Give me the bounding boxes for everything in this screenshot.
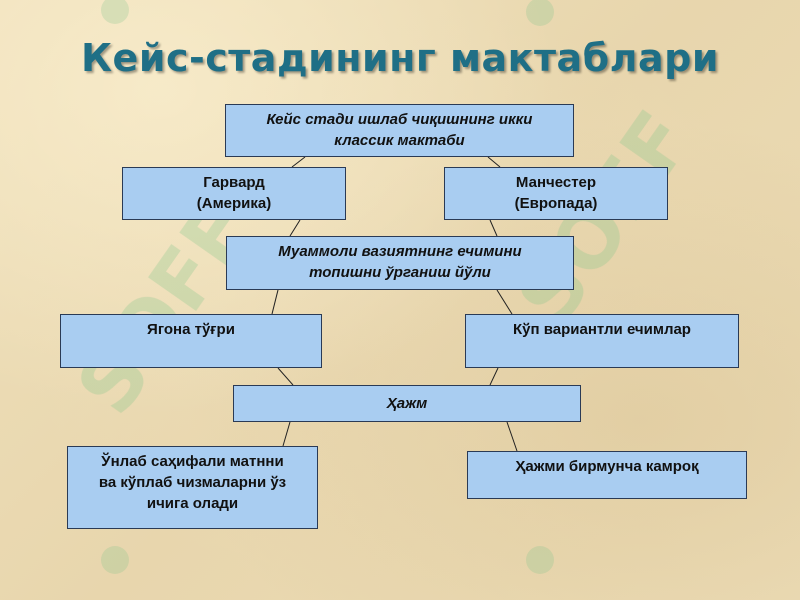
harvard-label: Гарвард (Америка) bbox=[196, 174, 272, 212]
root-box: Кейс стади ишлаб чиқишнинг икки классик … bbox=[225, 104, 574, 157]
root-label: Кейс стади ишлаб чиқишнинг икки классик … bbox=[266, 111, 533, 149]
harvard-box: Гарвард (Америка) bbox=[122, 167, 346, 220]
page-title: Кейс-стадининг мактаблари bbox=[81, 36, 719, 80]
connector-manchester-problem bbox=[489, 219, 498, 237]
multiple-label: Кўп вариантли ечимлар bbox=[513, 321, 691, 338]
problem-label: Муаммоли вазиятнинг ечимини топишни ўрга… bbox=[278, 243, 522, 281]
volume-box: Ҳажм bbox=[233, 385, 581, 422]
connector-problem-single bbox=[271, 289, 279, 315]
multiple-box: Кўп вариантли ечимлар bbox=[465, 314, 739, 368]
connector-root-manchester bbox=[487, 156, 501, 168]
problem-box: Муаммоли вазиятнинг ечимини топишни ўрга… bbox=[226, 236, 574, 290]
connector-root-harvard bbox=[291, 156, 306, 168]
short-text-box: Ҳажми бирмунча камроқ bbox=[467, 451, 747, 499]
connector-single-volume bbox=[277, 367, 294, 386]
long-text-label: Ўнлаб саҳифали матнни ва кўплаб чизмалар… bbox=[98, 453, 287, 512]
single-label: Ягона тўғри bbox=[147, 321, 235, 338]
connector-harvard-problem bbox=[289, 219, 301, 237]
volume-label: Ҳажм bbox=[386, 395, 428, 412]
manchester-label: Манчестер (Европада) bbox=[514, 174, 598, 212]
short-text-label: Ҳажми бирмунча камроқ bbox=[515, 458, 699, 475]
long-text-box: Ўнлаб саҳифали матнни ва кўплаб чизмалар… bbox=[67, 446, 318, 529]
manchester-box: Манчестер (Европада) bbox=[444, 167, 668, 220]
single-box: Ягона тўғри bbox=[60, 314, 322, 368]
connector-problem-multiple bbox=[496, 289, 513, 315]
connector-volume-long bbox=[282, 421, 291, 447]
connector-multiple-volume bbox=[489, 367, 499, 386]
connector-volume-short bbox=[506, 421, 518, 452]
